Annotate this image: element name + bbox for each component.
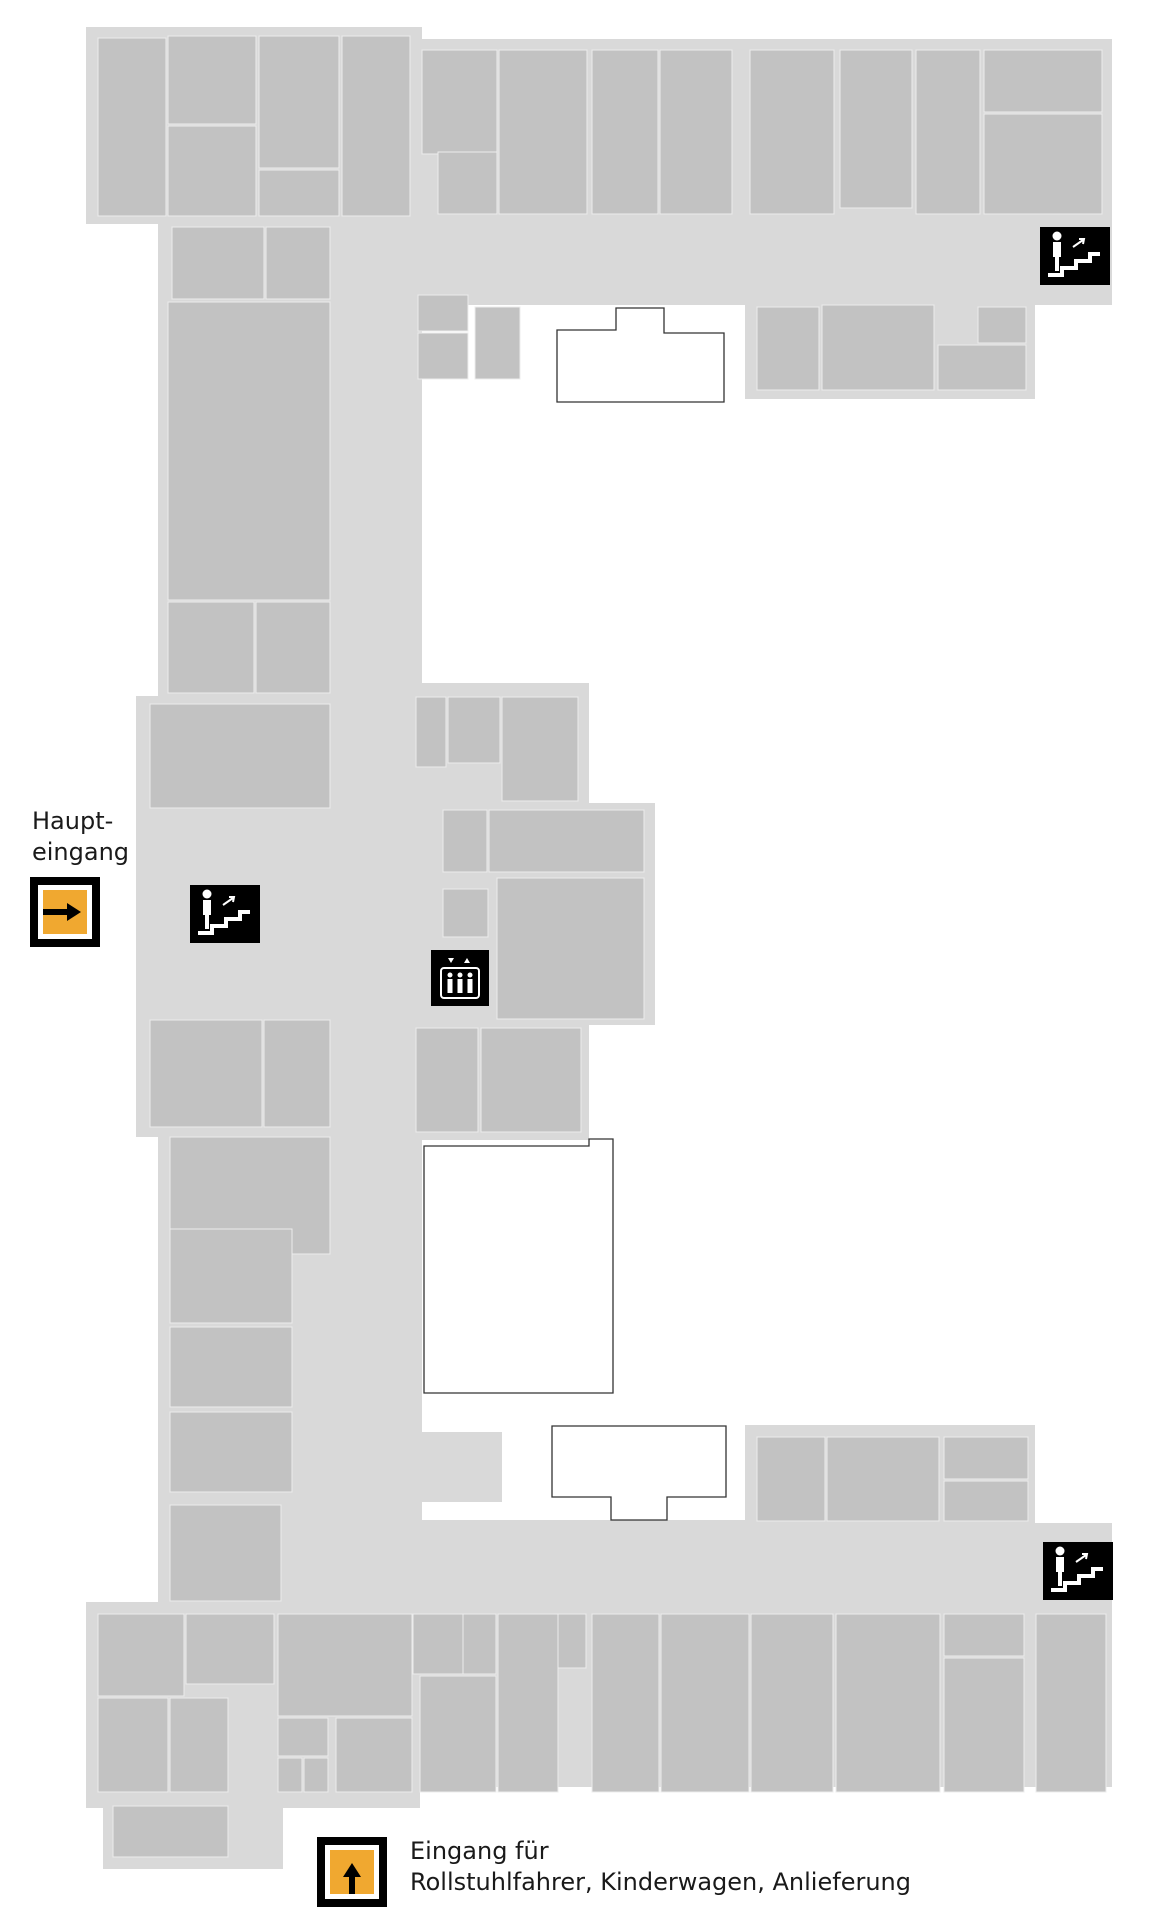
rooms <box>97 35 1107 1858</box>
room <box>943 1657 1025 1793</box>
room <box>149 1019 263 1128</box>
room <box>265 226 331 300</box>
room <box>937 344 1027 391</box>
room <box>97 1697 169 1793</box>
room <box>417 294 469 332</box>
stairs-icon <box>1043 1542 1113 1600</box>
room <box>303 1757 329 1793</box>
room <box>169 1228 293 1324</box>
room <box>660 1613 750 1793</box>
room <box>977 306 1027 344</box>
room <box>442 809 488 873</box>
room <box>437 151 498 215</box>
room <box>263 1019 331 1128</box>
room <box>474 306 521 380</box>
room <box>112 1805 229 1858</box>
room <box>185 1613 275 1685</box>
room <box>826 1436 940 1522</box>
room <box>943 1613 1025 1657</box>
room <box>97 1613 185 1697</box>
room <box>171 226 265 300</box>
room <box>447 696 501 764</box>
courtyard-outlines <box>423 307 727 1521</box>
room <box>335 1717 413 1793</box>
room <box>167 301 331 601</box>
room <box>983 113 1103 215</box>
room <box>169 1504 282 1602</box>
room <box>835 1613 941 1793</box>
room <box>659 49 733 215</box>
room <box>149 703 331 809</box>
room <box>943 1436 1029 1480</box>
room <box>943 1480 1029 1522</box>
room <box>415 1027 479 1133</box>
courtyard-structure-north <box>556 307 725 403</box>
room <box>462 1613 497 1675</box>
room <box>480 1027 582 1133</box>
room <box>591 49 659 215</box>
room <box>167 601 255 694</box>
main-entrance-label-line2: eingang <box>32 838 130 866</box>
room <box>167 35 257 125</box>
room <box>341 35 411 217</box>
room <box>412 1613 464 1675</box>
room <box>915 49 981 215</box>
room <box>591 1613 660 1793</box>
room <box>1035 1613 1107 1793</box>
room <box>756 1436 826 1522</box>
elevator-icon <box>431 950 489 1006</box>
secondary-entrance-label-line1: Eingang für <box>410 1837 549 1865</box>
room <box>497 1613 559 1793</box>
room <box>277 1717 329 1757</box>
room <box>557 1613 587 1669</box>
room <box>501 696 579 802</box>
room <box>442 888 489 938</box>
room <box>255 601 331 694</box>
room <box>839 49 913 209</box>
room <box>749 49 835 215</box>
room <box>167 125 257 217</box>
room <box>419 1675 497 1793</box>
room <box>756 306 820 391</box>
main-entrance-label: Haupt- eingang <box>32 806 129 868</box>
main-entrance-label-line1: Haupt- <box>32 807 114 835</box>
room <box>750 1613 834 1793</box>
room <box>488 809 645 873</box>
room <box>258 169 340 217</box>
room <box>169 1697 229 1793</box>
room <box>498 49 588 215</box>
arrow-right-entrance-icon <box>30 877 100 947</box>
room <box>983 49 1103 113</box>
room <box>258 35 340 169</box>
stairs-icon <box>1040 227 1110 285</box>
room <box>415 696 447 768</box>
stairs-icon <box>190 885 260 943</box>
room <box>277 1757 303 1793</box>
room <box>821 304 935 391</box>
courtyard-structure-center <box>423 1138 614 1394</box>
courtyard-structure-south <box>551 1425 727 1521</box>
room <box>169 1411 293 1493</box>
room <box>421 49 498 155</box>
room <box>417 332 469 380</box>
room <box>169 1326 293 1408</box>
arrow-up-entrance-icon <box>317 1837 387 1907</box>
room <box>97 37 167 217</box>
room <box>496 877 645 1020</box>
room <box>277 1613 413 1717</box>
secondary-entrance-label: Eingang für Rollstuhlfahrer, Kinderwagen… <box>410 1836 911 1898</box>
secondary-entrance-label-line2: Rollstuhlfahrer, Kinderwagen, Anlieferun… <box>410 1868 911 1896</box>
